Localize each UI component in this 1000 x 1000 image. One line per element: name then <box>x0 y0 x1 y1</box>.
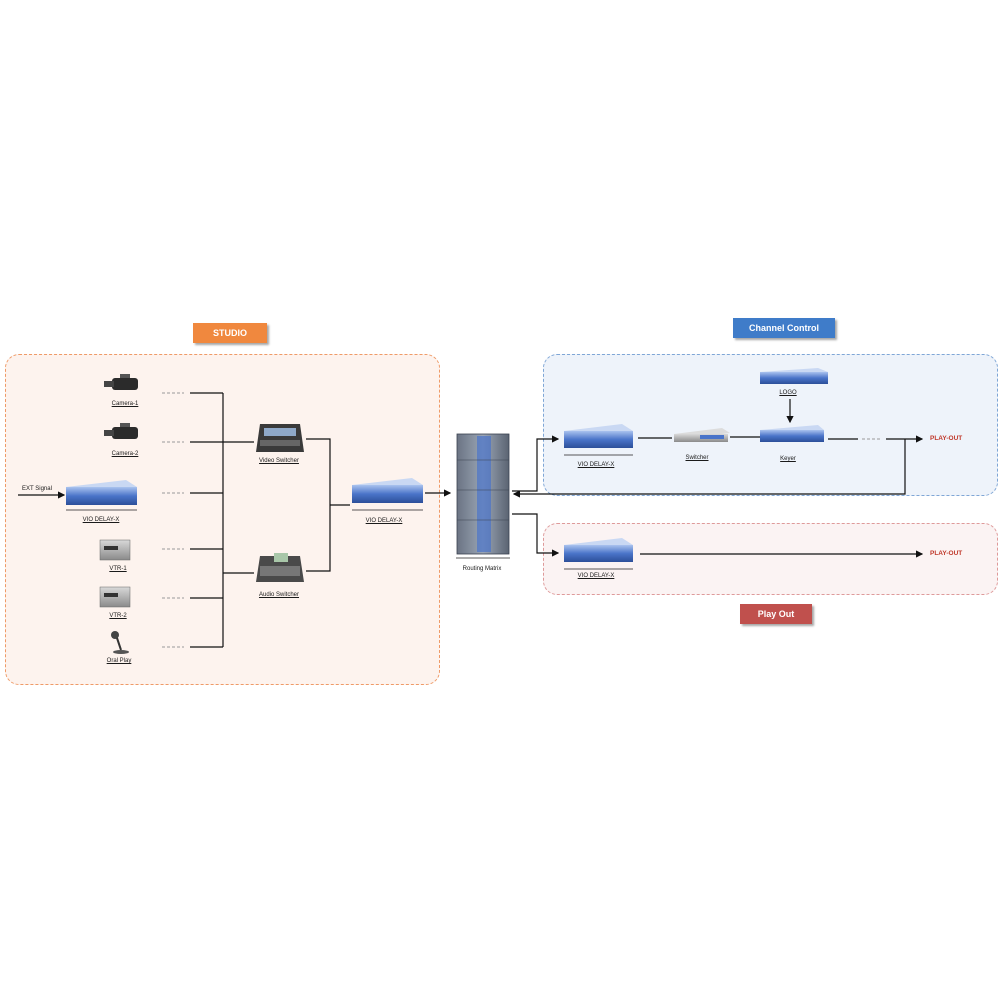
channel-control-badge: Channel Control <box>733 318 835 338</box>
channel-control-delay-device <box>564 424 633 456</box>
play-out-label: PLAY-OUT <box>930 550 963 557</box>
switcher-label: Switcher <box>685 455 709 461</box>
camera-2-icon <box>104 423 138 439</box>
channel-control-play-out-label: PLAY-OUT <box>930 435 963 442</box>
vtr-2-label: VTR-2 <box>109 613 127 619</box>
vtr-2-icon <box>99 586 131 608</box>
play-out-delay-device <box>564 538 633 570</box>
studio-output-delay-device <box>352 478 423 511</box>
logo-label: LOGO <box>779 390 797 396</box>
oral-play-label: Oral Play <box>106 658 132 664</box>
keyer-device <box>760 425 824 442</box>
ext-signal-label: EXT Signal <box>22 486 52 492</box>
routing-matrix-label: Routing Matrix <box>462 566 502 572</box>
camera-1-label: Camera-1 <box>111 401 139 407</box>
vtr-1-icon <box>99 539 131 561</box>
camera-2-label: Camera-2 <box>111 451 139 457</box>
channel-switcher-device <box>674 428 730 442</box>
video-switcher-label: Video Switcher <box>259 458 299 464</box>
microphone-icon <box>111 631 129 654</box>
studio-input-delay-device <box>66 480 137 511</box>
routing-matrix-device <box>456 433 510 559</box>
studio-badge: STUDIO <box>193 323 267 343</box>
audio-switcher-label: Audio Switcher <box>258 592 300 598</box>
studio-input-delay-label: VIO DELAY-X <box>82 517 120 523</box>
studio-output-delay-label: VIO DELAY-X <box>365 518 403 524</box>
play-out-delay-label: VIO DELAY-X <box>577 573 615 579</box>
camera-1-icon <box>104 374 138 390</box>
keyer-label: Keyer <box>780 456 796 462</box>
audio-switcher-device <box>256 553 304 582</box>
vtr-1-label: VTR-1 <box>109 566 127 572</box>
video-switcher-device <box>256 424 304 452</box>
play-out-badge: Play Out <box>740 604 812 624</box>
logo-device <box>760 368 828 384</box>
channel-control-delay-label: VIO DELAY-X <box>577 462 615 468</box>
